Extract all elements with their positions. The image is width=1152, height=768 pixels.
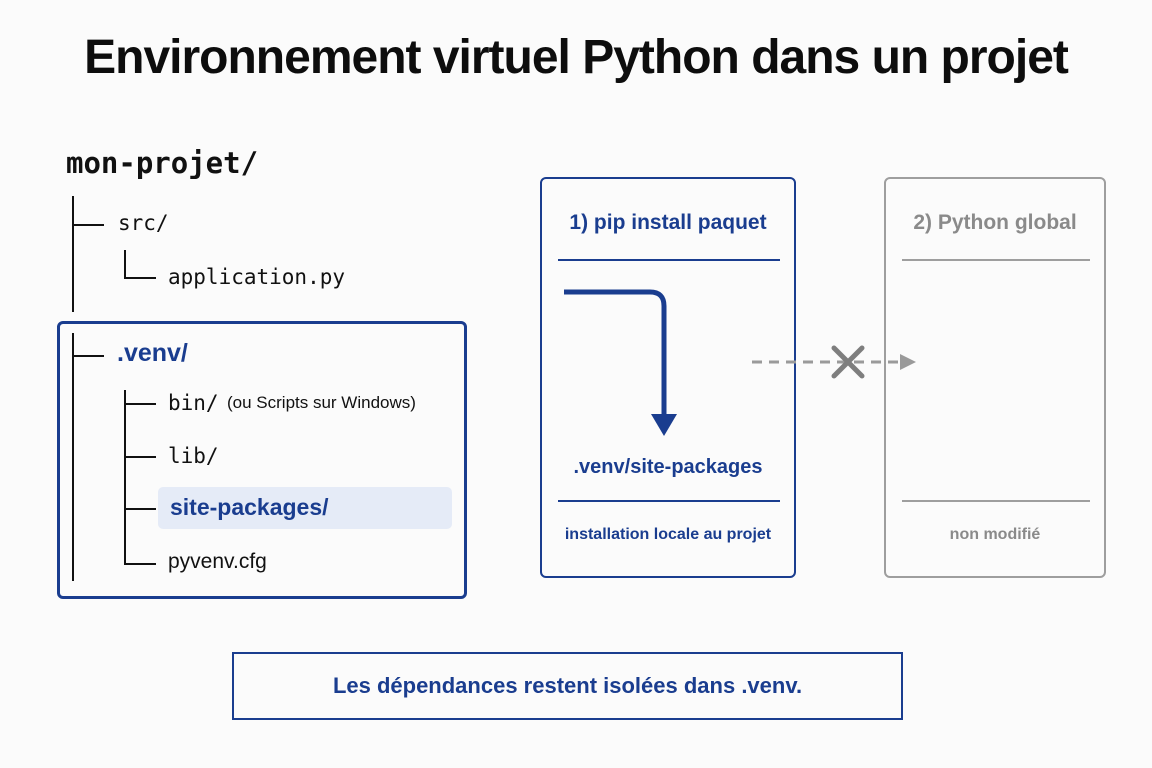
tree-branch-lib bbox=[124, 456, 156, 458]
tree-root-label: mon-projet/ bbox=[66, 146, 259, 180]
local-install-panel: 1) pip install paquet .venv/site-package… bbox=[540, 177, 796, 578]
tree-branch-venv bbox=[72, 355, 104, 357]
blocked-cross-icon bbox=[831, 345, 865, 379]
tree-bin-label: bin/ bbox=[168, 391, 219, 415]
global-panel-top-rule bbox=[902, 259, 1090, 261]
tree-pyvenv-label: pyvenv.cfg bbox=[168, 550, 267, 573]
venv-box bbox=[57, 321, 467, 599]
global-panel-footer: non modifié bbox=[949, 526, 1041, 543]
global-python-panel: 2) Python global non modifié bbox=[884, 177, 1106, 578]
tree-src-line bbox=[124, 250, 126, 278]
tree-branch-pyvenv bbox=[124, 563, 156, 565]
tree-application-label: application.py bbox=[168, 265, 346, 289]
global-panel-bottom-rule bbox=[902, 500, 1090, 502]
site-packages-highlight bbox=[158, 487, 452, 529]
local-panel-footer: installation locale au projet bbox=[564, 526, 772, 543]
tree-trunk-line bbox=[72, 196, 74, 312]
tree-bin-note: (ou Scripts sur Windows) bbox=[227, 393, 416, 412]
tree-lib-label: lib/ bbox=[168, 444, 219, 468]
tree-site-packages-label: site-packages/ bbox=[170, 494, 329, 520]
local-panel-heading: 1) pip install paquet bbox=[569, 211, 767, 234]
tree-branch-src bbox=[72, 224, 104, 226]
tree-src-label: src/ bbox=[118, 211, 169, 235]
tree-branch-application bbox=[124, 277, 156, 279]
caption-box: Les dépendances restent isolées dans .ve… bbox=[232, 652, 903, 720]
local-panel-top-rule bbox=[558, 259, 780, 261]
tree-venv-trunk-line bbox=[72, 333, 74, 581]
local-panel-target: .venv/site-packages bbox=[573, 456, 763, 478]
caption-text: Les dépendances restent isolées dans .ve… bbox=[332, 673, 803, 698]
global-panel-heading: 2) Python global bbox=[913, 211, 1077, 234]
tree-venv-label: .venv/ bbox=[117, 339, 188, 367]
page-title: Environnement virtuel Python dans un pro… bbox=[84, 31, 1069, 84]
tree-branch-site-packages bbox=[124, 508, 156, 510]
tree-branch-bin bbox=[124, 403, 156, 405]
tree-venv-children-line bbox=[124, 390, 126, 564]
local-panel-bottom-rule bbox=[558, 500, 780, 502]
